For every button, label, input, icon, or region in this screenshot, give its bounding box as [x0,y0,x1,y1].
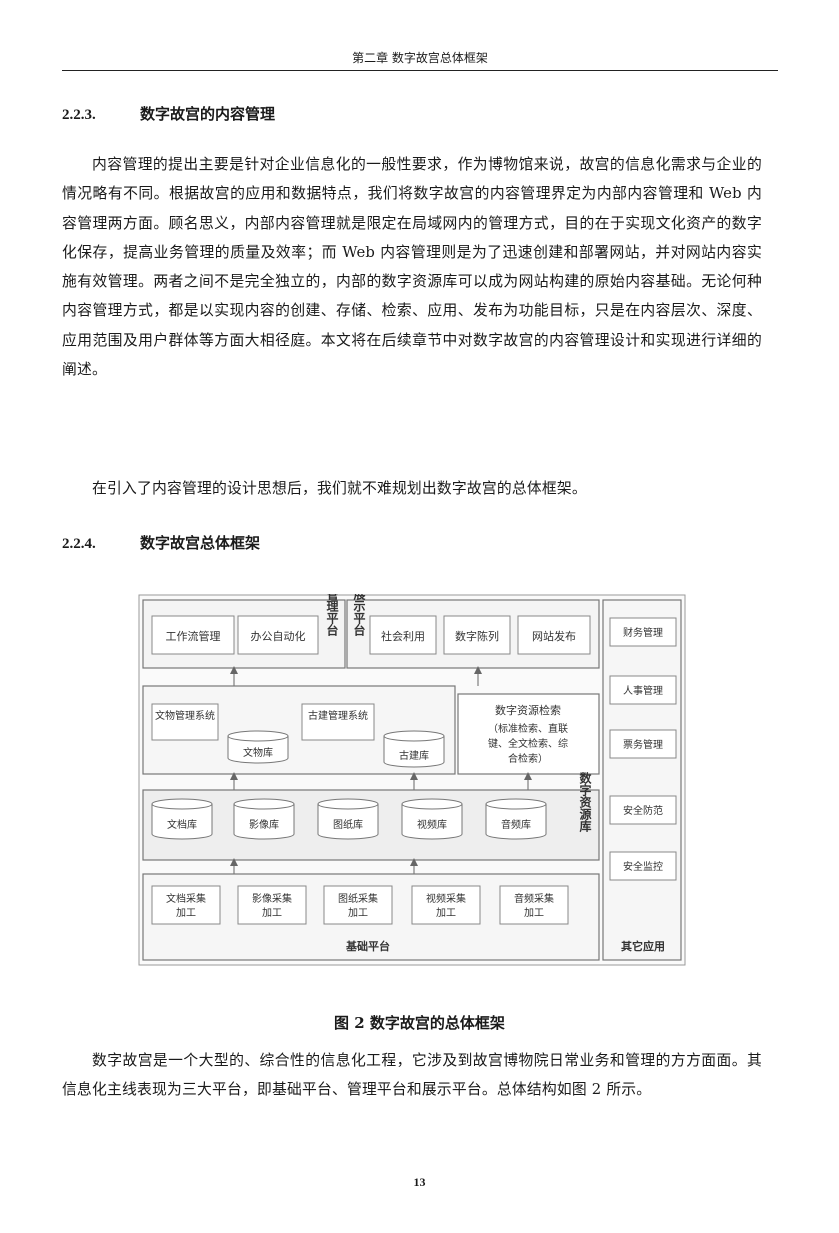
other-app-label: 财务管理 [623,626,663,639]
other-app-label: 安全防范 [623,804,663,817]
relic-system-label: 文物管理系统 [155,709,215,722]
db-drawing: 图纸库 [317,798,379,840]
search-detail-line: （标准检索、直联 [488,722,568,735]
collect-video: 视频采集 加工 [411,885,481,925]
collect-label: 视频采集 [426,892,466,905]
collect-drawing: 图纸采集 加工 [323,885,393,925]
db-label: 视频库 [417,818,447,831]
management-platform-box: 工作流管理 办公自动化 管理平台 [142,594,346,669]
collect-label: 文档采集 [166,892,206,905]
section-number: 2.2.4. [62,536,96,552]
workflow-mgmt-label: 工作流管理 [166,629,221,643]
collect-label: 加工 [348,907,368,919]
collect-label: 加工 [262,907,282,919]
resource-library-label: 数字资源库 [578,771,592,833]
db-video: 视频库 [401,798,463,840]
db-label: 文档库 [167,818,197,831]
other-app-label: 人事管理 [623,684,663,697]
search-detail-line: 键、全文检索、综 [488,737,568,750]
base-platform-label: 基础平台 [345,939,390,953]
social-use-label: 社会利用 [381,629,425,643]
collect-label: 加工 [436,907,456,919]
section-heading-2-2-4: 2.2.4. 数字故宫总体框架 [62,533,260,554]
building-system-label: 古建管理系统 [308,709,368,722]
section-number: 2.2.3. [62,107,96,123]
relic-db-label: 文物库 [243,746,273,759]
section-heading-2-2-3: 2.2.3. 数字故宫的内容管理 [62,104,275,125]
collect-label: 加工 [524,907,544,919]
display-platform-label: 展示平台 [352,594,366,637]
paragraph-transition: 在引入了内容管理的设计思想后，我们就不难规划出数字故宫的总体框架。 [92,480,587,497]
collect-label: 影像采集 [252,892,292,905]
collect-label: 加工 [176,907,196,919]
paragraph-content-management: 内容管理的提出主要是针对企业信息化的一般性要求，作为博物馆来说，故宫的信息化需求… [62,156,762,379]
section-title: 数字故宫的内容管理 [140,105,276,123]
header-rule [62,70,778,71]
db-label: 音频库 [501,818,531,831]
search-title: 数字资源检索 [495,703,561,717]
display-platform-box: 展示平台 社会利用 数字陈列 网站发布 [346,594,600,669]
digital-resource-search-box: 数字资源检索 （标准检索、直联 键、全文检索、综 合检索） [457,693,600,775]
collect-label: 音频采集 [514,892,554,905]
running-header: 第二章 数字故宫总体框架 [352,51,488,65]
collect-document: 文档采集 加工 [151,885,221,925]
db-audio: 音频库 [485,798,547,840]
paragraph-framework-overview: 数字故宫是一个大型的、综合性的信息化工程，它涉及到故宫博物院日常业务和管理的方方… [62,1052,762,1099]
db-document: 文档库 [151,798,213,840]
web-publish-label: 网站发布 [532,629,576,643]
figure-caption: 图 2 数字故宫的总体框架 [334,1014,505,1032]
digital-exhibit-label: 数字陈列 [455,629,499,643]
section-title: 数字故宫总体框架 [140,534,261,552]
base-platform-box: 文档采集 加工 影像采集 加工 图纸采集 加工 视频采集 加工 音频采集 [142,873,600,961]
other-app-label: 票务管理 [623,738,663,751]
page-number: 13 [413,1175,426,1189]
building-db-label: 古建库 [399,749,429,762]
framework-diagram: 工作流管理 办公自动化 管理平台 展示平台 社会利用 数字陈列 网站发布 文物管… [138,594,686,966]
db-image: 影像库 [233,798,295,840]
collect-audio: 音频采集 加工 [499,885,569,925]
office-automation-label: 办公自动化 [251,629,306,643]
collect-image: 影像采集 加工 [237,885,307,925]
management-systems-box: 文物管理系统 文物库 古建管理系统 古建库 [142,685,456,775]
other-applications-box: 财务管理 人事管理 票务管理 安全防范 安全监控 其它应用 [602,599,682,961]
other-app-label: 安全监控 [623,860,663,873]
db-label: 图纸库 [333,818,363,831]
db-label: 影像库 [249,818,279,831]
other-apps-label: 其它应用 [621,939,665,953]
mgmt-platform-label: 管理平台 [325,594,339,637]
search-detail-line: 合检索） [508,752,548,765]
digital-resource-library-box: 数字资源库 文档库 影像库 图纸库 视频库 [142,771,600,861]
collect-label: 图纸采集 [338,892,378,905]
